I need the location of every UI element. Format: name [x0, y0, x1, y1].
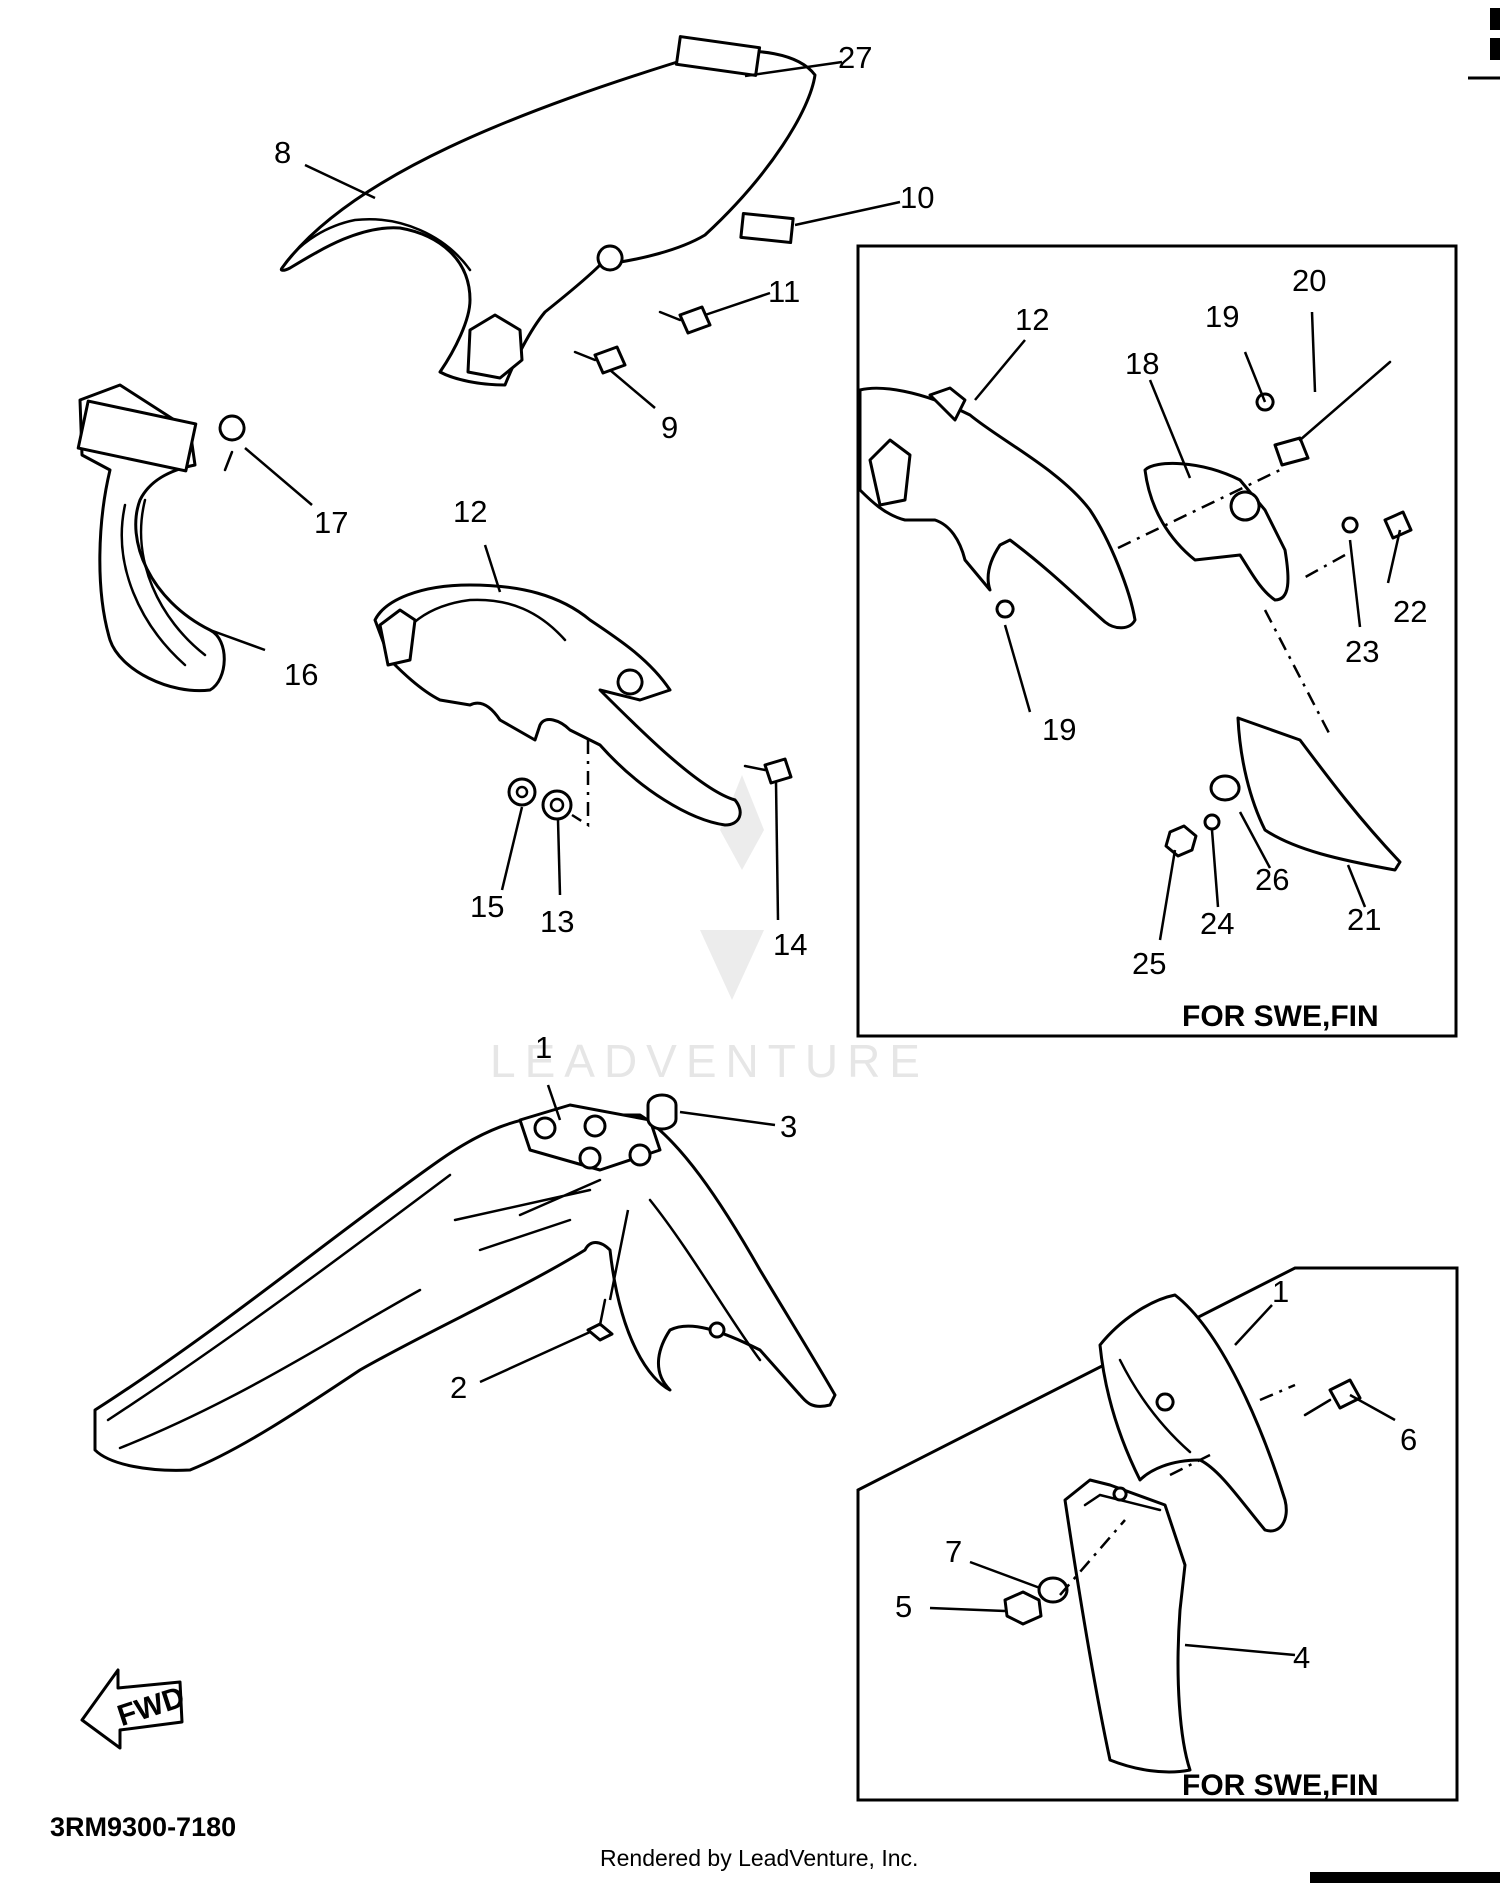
front-fender-part-1	[93, 1103, 837, 1472]
inset-note-bottom: FOR SWE,FIN	[1182, 1769, 1379, 1802]
flap-part-12-main	[373, 583, 742, 827]
bolt-part-9	[573, 345, 627, 375]
footer-credit: Rendered by LeadVenture, Inc.	[600, 1845, 918, 1871]
assembly-line	[1259, 1383, 1296, 1402]
nut-part-15	[507, 777, 537, 807]
callout-25: 25	[1132, 946, 1166, 981]
callout-20: 20	[1292, 263, 1326, 298]
callout-13: 13	[540, 904, 574, 939]
inset-frame-top	[856, 244, 1458, 1038]
callout-11: 11	[768, 274, 800, 309]
callout-1-inset: 1	[1272, 1274, 1289, 1309]
callout-19-inset-bottom: 19	[1042, 712, 1076, 747]
callout-12-inset: 12	[1015, 302, 1049, 337]
rear-fender-part-8	[279, 35, 817, 387]
callout-10: 10	[900, 180, 934, 215]
watermark-text: LEADVENTURE	[490, 1035, 929, 1087]
inset-bottom-parts	[1003, 1293, 1362, 1774]
callout-labels: 27 8 10 11 9 17 12 16 15 13 14 1 3 2 12 …	[274, 40, 1427, 1675]
callout-17: 17	[314, 505, 348, 540]
callout-16: 16	[284, 657, 318, 692]
mud-flap-part-16	[76, 383, 226, 693]
washer-part-13	[541, 789, 573, 821]
bolt-part-11	[658, 305, 712, 335]
callout-2: 2	[450, 1370, 467, 1405]
callout-24: 24	[1200, 906, 1234, 941]
assembly-line	[1169, 1453, 1211, 1477]
callout-9: 9	[661, 410, 678, 445]
fwd-arrow-icon: FWD	[80, 1668, 189, 1750]
assembly-line	[1299, 553, 1346, 582]
grommet-part-3	[646, 1093, 678, 1131]
callout-4: 4	[1293, 1640, 1310, 1675]
leader-lines	[209, 60, 1402, 1657]
callout-23: 23	[1345, 634, 1379, 669]
leader-line	[608, 1209, 630, 1301]
callout-15: 15	[470, 889, 504, 924]
callout-26: 26	[1255, 862, 1289, 897]
inset-frame-bottom	[856, 1266, 1459, 1802]
bolt-part-14	[743, 757, 793, 785]
inset-top-parts	[858, 360, 1413, 872]
right-edge-fragment	[1310, 8, 1500, 1883]
callout-14: 14	[773, 927, 807, 962]
callout-8: 8	[274, 135, 291, 170]
drawing-code: 3RM9300-7180	[50, 1812, 236, 1842]
callout-3: 3	[780, 1109, 797, 1144]
screw-part-17	[218, 414, 246, 472]
assembly-line	[571, 740, 590, 828]
callout-27: 27	[838, 40, 872, 75]
callout-7: 7	[945, 1534, 962, 1569]
inset-note-top: FOR SWE,FIN	[1182, 1000, 1379, 1033]
callout-5: 5	[895, 1589, 912, 1624]
callout-18: 18	[1125, 346, 1159, 381]
watermark: LEADVENTURE	[490, 775, 929, 1087]
assembly-line	[1263, 609, 1332, 736]
callout-12: 12	[453, 494, 487, 529]
callout-21: 21	[1347, 902, 1381, 937]
callout-22: 22	[1393, 594, 1427, 629]
callout-6: 6	[1400, 1422, 1417, 1457]
callout-19-inset-top: 19	[1205, 299, 1239, 334]
screw-part-2	[586, 1298, 614, 1342]
callout-1: 1	[535, 1030, 552, 1065]
